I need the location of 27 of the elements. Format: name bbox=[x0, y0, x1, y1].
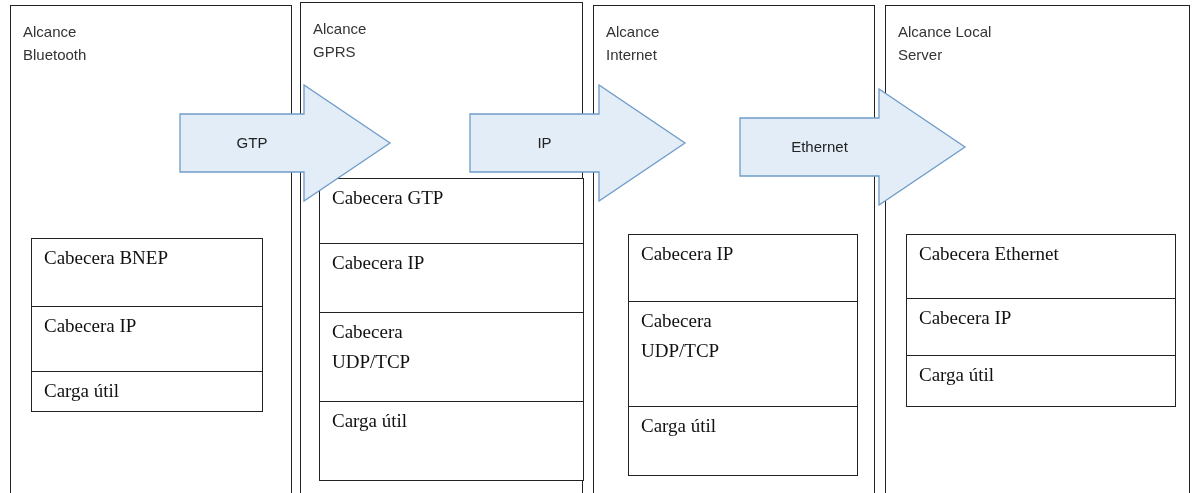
packet-header-field: Cabecera UDP/TCP bbox=[628, 301, 858, 407]
scope-panel bbox=[885, 5, 1190, 493]
packet-header-field: Carga útil bbox=[906, 355, 1176, 407]
packet-header-field: Cabecera GTP bbox=[319, 178, 584, 244]
edge-label: Ethernet bbox=[791, 137, 848, 157]
panel-heading: Alcance Bluetooth bbox=[23, 22, 88, 65]
packet-header-field: Carga útil bbox=[628, 406, 858, 476]
packet-header-field: Cabecera IP bbox=[319, 243, 584, 313]
scope-panel bbox=[10, 5, 292, 493]
edge-label: GTP bbox=[236, 133, 268, 153]
scope-panel bbox=[593, 5, 875, 493]
packet-header-field: Carga útil bbox=[31, 371, 263, 412]
block-arrow bbox=[179, 83, 392, 203]
block-arrow bbox=[469, 83, 687, 203]
packet-header-field: Cabecera BNEP bbox=[31, 238, 263, 307]
panel-heading: Alcance GPRS bbox=[313, 19, 368, 62]
packet-header-field: Cabecera IP bbox=[906, 298, 1176, 356]
edge-label: IP bbox=[537, 133, 552, 153]
packet-header-field: Cabecera UDP/TCP bbox=[319, 312, 584, 402]
block-arrow bbox=[739, 87, 967, 207]
panel-heading: Alcance Internet bbox=[606, 22, 661, 65]
panel-heading: Alcance Local Server bbox=[898, 22, 993, 65]
scope-panel bbox=[300, 2, 583, 493]
packet-header-field: Cabecera Ethernet bbox=[906, 234, 1176, 299]
packet-header-field: Cabecera IP bbox=[31, 306, 263, 372]
packet-header-field: Cabecera IP bbox=[628, 234, 858, 302]
packet-header-field: Carga útil bbox=[319, 401, 584, 481]
